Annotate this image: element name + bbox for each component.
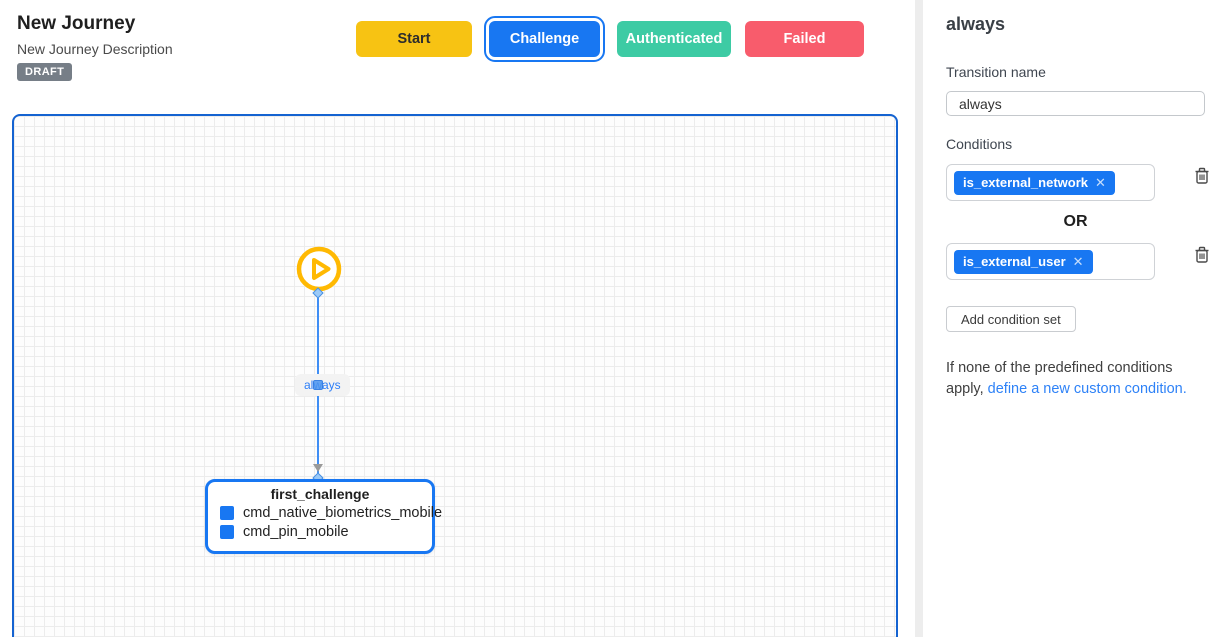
node-command-row: cmd_native_biometrics_mobile — [220, 505, 442, 521]
command-icon — [220, 525, 234, 539]
define-custom-condition-link[interactable]: define a new custom condition. — [987, 381, 1187, 397]
page-title: New Journey — [17, 13, 136, 34]
sidebar-title: always — [946, 14, 1006, 34]
custom-condition-note: If none of the predefined conditions app… — [946, 358, 1198, 400]
challenge-state-button[interactable]: Challenge — [484, 16, 605, 62]
conditions-label: Conditions — [946, 136, 1013, 152]
transition-name-label: Transition name — [946, 64, 1046, 80]
start-state-button[interactable]: Start — [356, 21, 472, 57]
panel-divider — [915, 0, 923, 637]
condition-chip[interactable]: is_external_network ✕ — [954, 170, 1115, 195]
edge-arrowhead-icon — [313, 464, 323, 472]
trash-icon — [1195, 246, 1209, 263]
or-separator: OR — [1063, 213, 1088, 230]
status-badge: DRAFT — [17, 63, 73, 81]
chip-remove-icon[interactable]: ✕ — [1095, 174, 1106, 190]
condition-chip-label: is_external_network — [963, 175, 1089, 190]
node-command-row: cmd_pin_mobile — [220, 524, 432, 540]
failed-state-button[interactable]: Failed — [745, 21, 864, 57]
delete-condition-set-button[interactable] — [1193, 167, 1211, 187]
condition-set-input[interactable]: is_external_network ✕ — [946, 164, 1155, 201]
edge-midpoint-marker[interactable] — [313, 380, 323, 390]
delete-condition-set-button[interactable] — [1193, 246, 1211, 266]
condition-chip-label: is_external_user — [963, 254, 1066, 269]
start-node[interactable] — [296, 246, 342, 292]
chip-remove-icon[interactable]: ✕ — [1072, 253, 1084, 269]
trash-icon — [1195, 167, 1209, 184]
note-text: If none of the predefined conditions app… — [946, 360, 1173, 397]
command-label: cmd_native_biometrics_mobile — [243, 505, 443, 521]
play-icon — [296, 246, 342, 292]
node-title: first_challenge — [270, 486, 370, 502]
first-challenge-node[interactable]: first_challenge cmd_native_biometrics_mo… — [205, 479, 442, 554]
flow-canvas[interactable]: always first_challenge cmd_native_biomet… — [12, 114, 898, 637]
transition-name-input[interactable] — [946, 91, 1205, 116]
add-condition-set-button[interactable]: Add condition set — [946, 306, 1076, 332]
command-label: cmd_pin_mobile — [243, 524, 349, 540]
page-subtitle: New Journey Description — [17, 41, 173, 57]
command-icon — [220, 506, 234, 520]
condition-set-input[interactable]: is_external_user ✕ — [946, 243, 1155, 280]
condition-chip[interactable]: is_external_user ✕ — [954, 249, 1093, 274]
authenticated-state-button[interactable]: Authenticated — [617, 21, 731, 57]
